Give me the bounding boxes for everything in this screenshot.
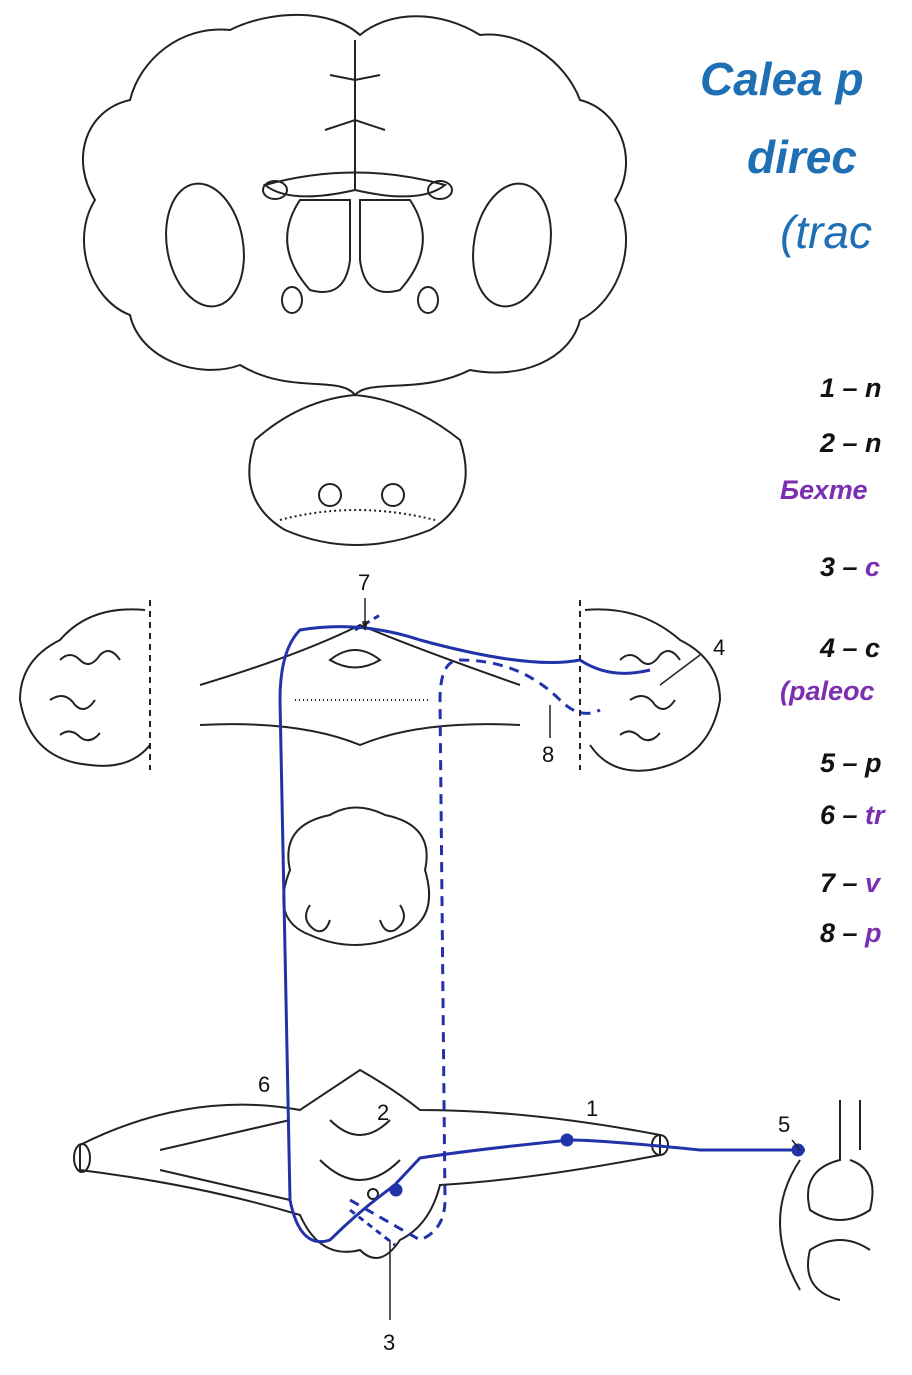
title-line-3: (trac bbox=[780, 205, 872, 259]
legend-item-4: 4 – c bbox=[820, 633, 880, 664]
joint bbox=[808, 1100, 873, 1220]
legend-item-7: 7 – v bbox=[820, 868, 880, 899]
legend-item-8: 8 – p bbox=[820, 918, 882, 949]
tract-solid bbox=[280, 627, 650, 1242]
legend-item-5: 5 – p bbox=[820, 748, 882, 779]
left-basal-ganglia bbox=[157, 177, 253, 312]
legend-item-2-cont: Бехте bbox=[780, 475, 867, 506]
label-2: 2 bbox=[377, 1100, 389, 1125]
afferent-fiber bbox=[390, 1140, 805, 1190]
label-7: 7 bbox=[358, 570, 370, 595]
label-5: 5 bbox=[778, 1112, 790, 1137]
title-line-1: Calea p bbox=[700, 52, 864, 106]
legend-item-1: 1 – n bbox=[820, 373, 882, 404]
label-8: 8 bbox=[542, 742, 554, 767]
thalamus-left bbox=[287, 200, 350, 292]
spinal-cord-section bbox=[80, 1070, 660, 1258]
legend-item-2: 2 – n bbox=[820, 428, 882, 459]
label-3: 3 bbox=[383, 1330, 395, 1355]
medulla-section bbox=[283, 808, 429, 946]
label-6: 6 bbox=[258, 1072, 270, 1097]
legend-item-4-cont: (paleoc bbox=[780, 676, 875, 707]
left-cerebellum bbox=[20, 609, 150, 765]
label-1: 1 bbox=[586, 1096, 598, 1121]
label-4: 4 bbox=[713, 635, 725, 660]
pathway bbox=[280, 615, 805, 1245]
right-basal-ganglia bbox=[464, 177, 560, 312]
legend-item-6: 6 – tr bbox=[820, 800, 885, 831]
legend-item-3: 3 – c bbox=[820, 552, 880, 583]
right-cerebellum bbox=[585, 609, 720, 770]
thalamus-right bbox=[360, 200, 423, 292]
tract-dashed bbox=[350, 660, 600, 1240]
midbrain-section bbox=[249, 395, 465, 545]
title-line-2: direc bbox=[747, 130, 857, 184]
pons-section bbox=[200, 625, 520, 685]
